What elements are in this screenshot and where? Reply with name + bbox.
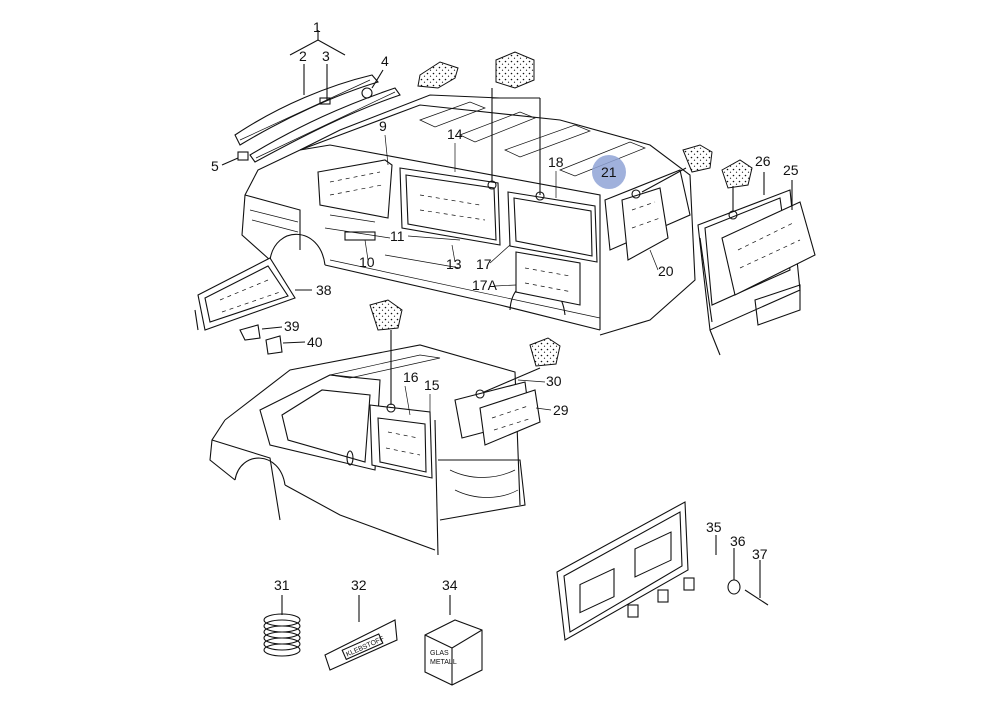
callout-3: 3: [322, 48, 330, 64]
callout-25: 25: [783, 162, 799, 178]
callout-18: 18: [548, 154, 564, 170]
callout-21: 21: [601, 164, 617, 180]
callout-17a: 17A: [472, 277, 498, 293]
consumables: KLEBSTOFF GLAS METALL: [263, 595, 483, 686]
callout-10: 10: [359, 254, 375, 270]
callout-4: 4: [381, 53, 389, 69]
tape-label: KLEBSTOFF: [345, 636, 385, 659]
leader-lines: [364, 134, 659, 416]
callout-9: 9: [379, 118, 387, 134]
tailgate: [697, 159, 816, 356]
callout-30: 30: [546, 373, 562, 389]
highlight-marker: [592, 155, 626, 189]
callout-14: 14: [447, 126, 463, 142]
box-label-line2: METALL: [430, 659, 457, 666]
callout-5: 5: [211, 158, 219, 174]
callout-15: 15: [424, 377, 440, 393]
callout-13: 13: [446, 256, 462, 272]
callout-32: 32: [351, 577, 367, 593]
callout-1: 1: [313, 19, 321, 35]
callout-2: 2: [299, 48, 307, 64]
roof-deflector-parts: [221, 30, 459, 166]
callout-20: 20: [658, 263, 674, 279]
van-body-top: [241, 51, 713, 336]
callout-39: 39: [284, 318, 300, 334]
callout-31: 31: [274, 577, 290, 593]
quarter-glass: [194, 257, 312, 355]
box-label-line1: GLAS: [430, 650, 449, 657]
callout-16: 16: [403, 369, 419, 385]
van-body-lower: [209, 299, 561, 556]
callout-29: 29: [553, 402, 569, 418]
callout-40: 40: [307, 334, 323, 350]
panel-assembly: [556, 501, 769, 641]
callout-37: 37: [752, 546, 768, 562]
callout-34: 34: [442, 577, 458, 593]
callout-labels: 1 2 3 4 5 9 14 18 21 26 25 11 10 13 17 2…: [211, 19, 799, 593]
callout-38: 38: [316, 282, 332, 298]
callout-26: 26: [755, 153, 771, 169]
callout-35: 35: [706, 519, 722, 535]
callout-11: 11: [390, 228, 405, 244]
callout-17: 17: [476, 256, 492, 272]
callout-36: 36: [730, 533, 746, 549]
